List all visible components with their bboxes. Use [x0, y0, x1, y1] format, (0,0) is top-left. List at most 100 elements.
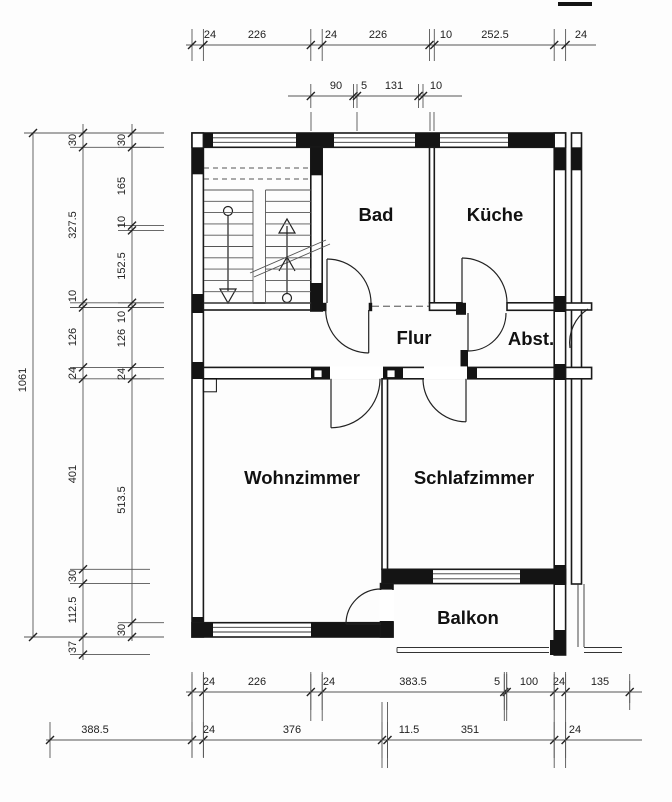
dim-line: [561, 40, 571, 50]
dim-label: 30: [67, 570, 79, 582]
dim-label: 30: [116, 624, 128, 636]
dim-label: 401: [67, 465, 79, 483]
dim-label: 24: [575, 29, 587, 41]
dim-line: [127, 298, 137, 308]
dim-line: [127, 618, 137, 628]
dim-label: 24: [569, 724, 581, 736]
dim-label: 376: [283, 724, 301, 736]
dim-label: 24: [325, 29, 337, 41]
dim-label: 1061: [17, 368, 29, 392]
dim-label: 152.5: [116, 252, 128, 280]
staircase: [204, 167, 331, 305]
window-kueche: [440, 137, 508, 143]
dim-label: 24: [204, 29, 216, 41]
dim-label: 100: [520, 676, 538, 688]
dim-label: 24: [553, 676, 565, 688]
dim-line: [306, 91, 316, 101]
dim-line: [78, 564, 88, 574]
dim-label: 135: [591, 676, 609, 688]
room-label-wohnzimmer: Wohnzimmer: [244, 467, 360, 488]
doors: [325, 257, 508, 429]
dim-line: [127, 362, 137, 372]
bad-door: [326, 258, 372, 304]
dim-line: [78, 650, 88, 660]
dim-line: [127, 221, 137, 231]
stair-arrow-down: [218, 205, 238, 305]
dim-line: [429, 40, 439, 50]
dim-label: 513.5: [116, 486, 128, 514]
dim-label: 24: [203, 724, 215, 736]
schlafzimmer-door: [422, 378, 467, 423]
dim-line: [127, 374, 137, 384]
room-label-bad: Bad: [359, 204, 394, 225]
dim-label: 226: [248, 29, 266, 41]
window-stairwell: [213, 137, 296, 143]
dim-label: 131: [385, 80, 403, 92]
dim-line: [45, 735, 55, 745]
dim-label: 11.5: [399, 724, 420, 736]
neighbour-wall: [564, 132, 622, 653]
dim-label: 112.5: [67, 597, 79, 624]
room-labels: Bad Küche Flur Abst. Wohnzimmer Schlafzi…: [244, 204, 554, 628]
window-schlafzimmer: [433, 573, 520, 580]
interior-walls: [202, 146, 556, 571]
dimension-annotations: 24 226 24 226 10 252.5 24 90 5 131 10 24 226 24 383.5 5…: [17, 29, 642, 768]
dim-label: 327.5: [67, 211, 79, 239]
dim-line: [418, 91, 428, 101]
dim-label: 351: [461, 724, 479, 736]
room-label-kueche: Küche: [467, 204, 524, 225]
dim-line: [78, 632, 88, 642]
dim-label: 10: [67, 290, 79, 302]
balcony-outline: [345, 582, 565, 655]
dim-line: [414, 91, 423, 101]
dim-line: [127, 303, 137, 312]
dim-label: 226: [369, 29, 387, 41]
room-label-flur: Flur: [397, 327, 432, 348]
abst-door: [467, 312, 507, 352]
dim-label: 10: [116, 216, 128, 228]
dim-line: [127, 632, 137, 642]
room-label-abst: Abst.: [508, 328, 554, 349]
dim-label: 126: [116, 329, 128, 347]
stair-arrow-up: [277, 217, 297, 304]
dim-label: 90: [330, 80, 342, 92]
wohnzimmer-door: [330, 378, 381, 429]
entry-door: [325, 309, 370, 354]
dim-line: [78, 303, 88, 312]
balcony-door: [345, 588, 382, 625]
dim-line: [425, 40, 434, 50]
dim-label: 383.5: [399, 676, 427, 688]
dim-line: [127, 225, 137, 235]
dim-label: 5: [494, 676, 500, 688]
window-bad: [334, 137, 415, 143]
dim-label: 5: [361, 80, 367, 92]
dim-line: [78, 142, 88, 152]
dim-line: [28, 632, 38, 642]
dim-label: 24: [67, 367, 79, 379]
dim-label: 226: [248, 676, 266, 688]
dim-line: [349, 91, 358, 101]
dim-line: [78, 298, 88, 308]
scan-artifact: [558, 2, 592, 6]
dim-label: 10: [440, 29, 452, 41]
dim-line: [78, 374, 88, 384]
dim-line: [78, 579, 88, 589]
dim-label: 24: [323, 676, 335, 688]
dim-line: [187, 40, 197, 50]
dim-line: [78, 362, 88, 372]
dim-line: [352, 91, 362, 101]
dim-line: [28, 128, 38, 138]
dim-label: 37: [67, 641, 79, 653]
dim-label: 126: [67, 328, 79, 346]
dim-line: [78, 128, 88, 138]
dim-line: [127, 142, 137, 152]
dim-line: [306, 40, 316, 50]
dim-label: 252.5: [481, 29, 509, 41]
dim-label: 388.5: [81, 724, 109, 736]
dim-label: 30: [116, 134, 128, 146]
room-label-balkon: Balkon: [437, 607, 499, 628]
dim-label: 10: [430, 80, 442, 92]
dim-label: 24: [203, 676, 215, 688]
